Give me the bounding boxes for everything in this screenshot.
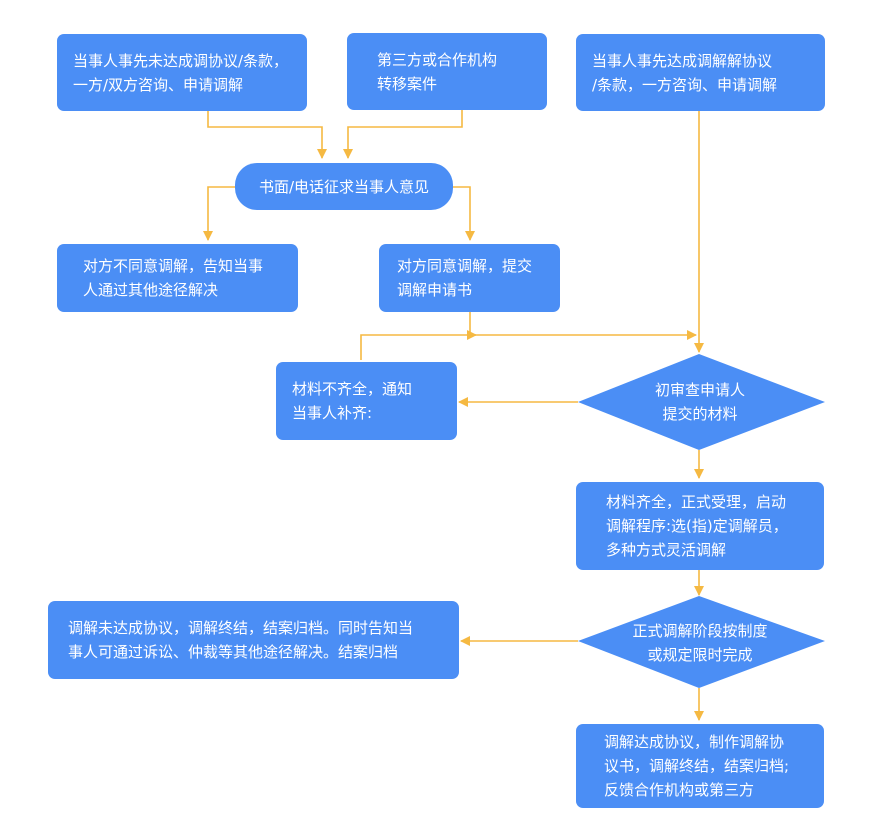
mediation-failed-node: 调解未达成协议，调解终结，结案归档。同时告知当 事人可通过诉讼、仲裁等其他途径解… bbox=[48, 601, 459, 679]
review-decision-diamond bbox=[578, 354, 825, 450]
connector-unagreed-to-solicit bbox=[207, 110, 327, 159]
mediation-success-node: 调解达成协议，制作调解协 议书，调解终结，结案归档; 反馈合作机构或第三方 bbox=[576, 724, 824, 808]
formal-decision-label: 正式调解阶段按制度 或规定限时完成 bbox=[632, 622, 768, 664]
third-party-node: 第三方或合作机构 转移案件 bbox=[347, 33, 547, 110]
review-decision-label: 初审查申请人 提交的材料 bbox=[654, 381, 745, 423]
start-agreed-node: 当事人事先达成调解解协议 /条款，一方咨询、申请调解 bbox=[576, 34, 825, 111]
connector-agree-to-review bbox=[469, 312, 697, 340]
disagree-node: 对方不同意调解，告知当事 人通过其他途径解决 bbox=[57, 244, 298, 312]
incomplete-materials-node: 材料不齐全，通知 当事人补齐: bbox=[276, 362, 457, 440]
connector-solicit-to-agree bbox=[452, 186, 475, 241]
formal-decision-diamond bbox=[578, 596, 825, 688]
connector-incomplete-loop bbox=[360, 330, 477, 360]
formal-acceptance-node: 材料齐全，正式受理，启动 调解程序:选(指)定调解员， 多种方式灵活调解 bbox=[576, 482, 824, 570]
connector-solicit-to-disagree bbox=[203, 186, 236, 241]
solicit-opinion-node: 书面/电话征求当事人意见 bbox=[235, 163, 453, 210]
start-unagreed-node: 当事人事先未达成调协议/条款， 一方/双方咨询、申请调解 bbox=[57, 34, 307, 111]
connector-third-party-to-solicit bbox=[343, 110, 463, 159]
agree-node: 对方同意调解，提交 调解申请书 bbox=[379, 244, 560, 312]
